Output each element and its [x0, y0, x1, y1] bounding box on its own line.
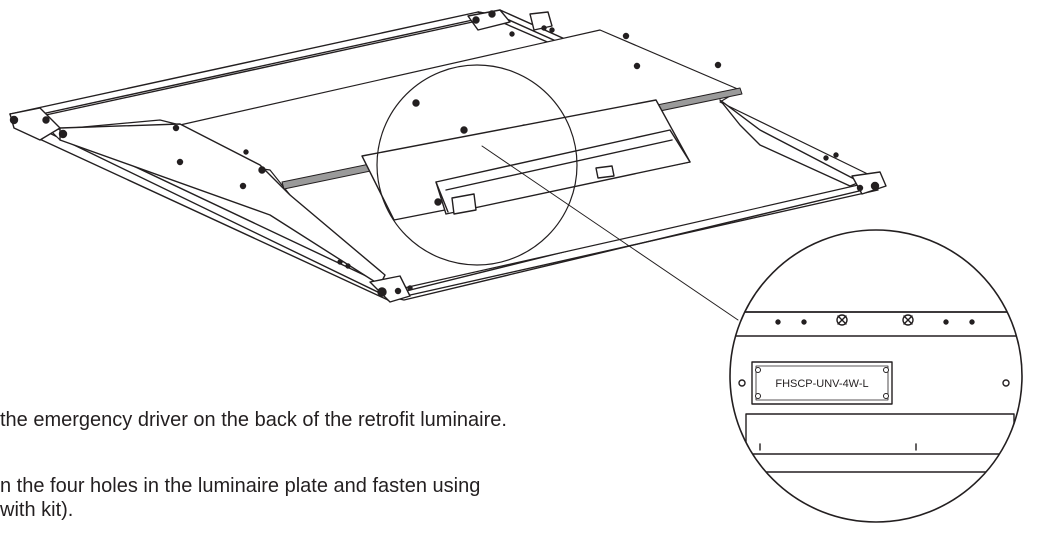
driver-bracket [361, 99, 691, 221]
detail-view: FHSCP-UNV-4W-L [729, 229, 1023, 523]
detail-callout-circle [376, 64, 578, 266]
corner-brackets [9, 9, 887, 303]
instruction-line-3: with kit). [0, 499, 74, 521]
driver-model-label: FHSCP-UNV-4W-L [775, 378, 868, 390]
detail-leader-line [481, 145, 739, 321]
instruction-line-1: the emergency driver on the back of the … [0, 409, 507, 431]
detail-circle [729, 229, 1023, 523]
frame-screws [9, 10, 880, 297]
instruction-line-2: n the four holes in the luminaire plate … [0, 475, 481, 497]
detail-screws [836, 314, 914, 326]
emergency-driver: FHSCP-UNV-4W-L [751, 361, 893, 405]
